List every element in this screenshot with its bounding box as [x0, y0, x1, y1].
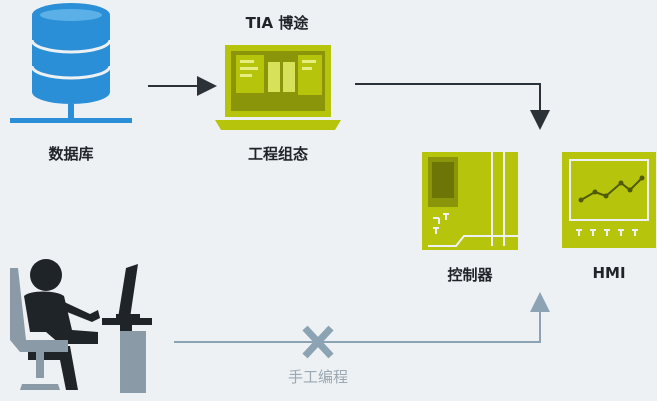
hmi-label: HMI [592, 264, 626, 282]
manual-programming-label: 手工编程 [287, 368, 349, 386]
person-at-desk-icon [10, 259, 152, 393]
laptop-icon [215, 45, 341, 130]
manual-path-arrow [174, 292, 550, 343]
database-icon [10, 3, 132, 123]
database-label: 数据库 [48, 145, 94, 163]
controller-label: 控制器 [447, 266, 493, 284]
cross-icon [302, 325, 334, 359]
arrow-tia-to-devices [355, 83, 550, 130]
engineering-config-label: 工程组态 [247, 145, 309, 163]
tia-portal-label: TIA 博途 [245, 14, 309, 32]
hmi-icon [562, 152, 656, 248]
controller-icon [422, 152, 518, 250]
